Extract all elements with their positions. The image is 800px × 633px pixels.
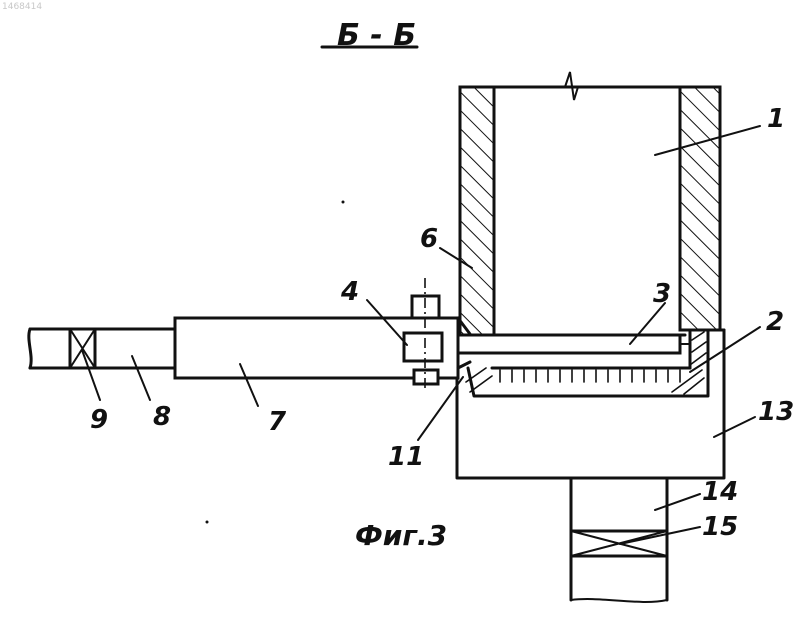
shaft-coupling-cross	[571, 531, 667, 556]
plate-outline	[458, 335, 680, 353]
label-6: 6	[420, 224, 438, 254]
bolt-tail	[414, 370, 438, 384]
document-id: 1468414	[2, 2, 42, 12]
bolt-nut	[404, 333, 442, 361]
vertical-tube	[460, 72, 720, 335]
figure-caption: Фиг.3	[355, 519, 447, 552]
plate	[458, 335, 690, 353]
shaft-break	[571, 599, 667, 602]
leader-13	[714, 417, 755, 437]
label-14: 14	[702, 477, 738, 507]
label-13: 13	[758, 397, 794, 427]
label-7: 7	[268, 407, 287, 437]
scan-speck	[342, 201, 345, 204]
scan-speck	[206, 521, 209, 524]
tube-right-wall	[680, 87, 720, 330]
label-15: 15	[702, 512, 738, 542]
leader-3	[630, 303, 665, 344]
label-1: 1	[767, 104, 785, 134]
leader-14	[655, 494, 700, 510]
leader-9	[82, 350, 100, 400]
tube-left-wall	[460, 87, 494, 335]
tray-ticks	[500, 370, 680, 382]
label-4: 4	[340, 277, 359, 307]
label-11: 11	[388, 442, 424, 472]
label-3: 3	[653, 279, 671, 309]
rod	[29, 329, 175, 368]
shaft	[571, 478, 667, 602]
tray-outline	[468, 332, 708, 396]
rod-break	[29, 329, 31, 368]
leader-8	[132, 356, 150, 400]
label-8: 8	[153, 402, 171, 432]
coupling-cross	[70, 329, 95, 368]
label-2: 2	[766, 307, 784, 337]
label-9: 9	[90, 405, 108, 435]
